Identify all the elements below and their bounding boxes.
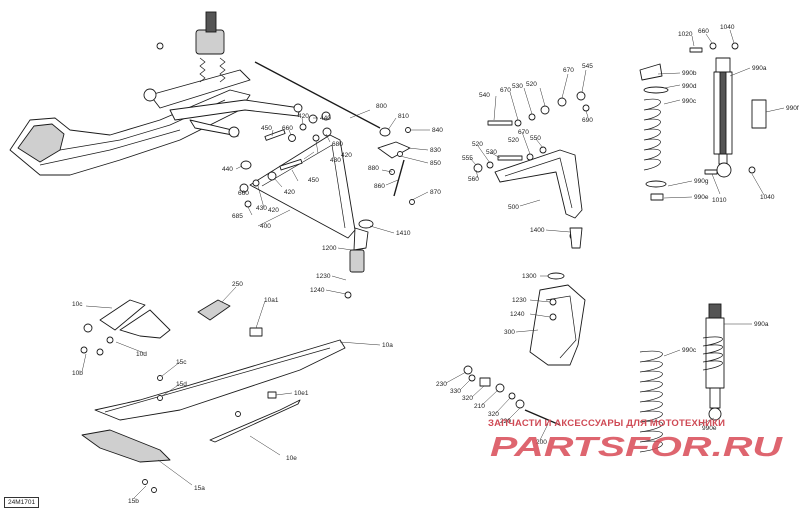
part-label: 250	[232, 281, 243, 288]
part-label: 15b	[128, 498, 139, 505]
ski-assembly	[80, 299, 346, 493]
part-label: 520	[472, 141, 483, 148]
shock-absorber-bottom	[639, 303, 725, 453]
part-number-callouts: 800 810 840 830 850 880 860 870 1410 120…	[72, 24, 799, 505]
part-label: 500	[508, 204, 519, 211]
part-label: 450	[261, 125, 272, 132]
part-label: 550	[530, 135, 541, 142]
lower-a-arm-400	[249, 134, 374, 299]
part-label: 220	[500, 418, 511, 425]
part-label: 660	[282, 125, 293, 132]
part-label: 660	[698, 28, 709, 35]
part-label: 320	[462, 395, 473, 402]
part-label: 850	[430, 160, 441, 167]
leader-lines	[81, 29, 785, 499]
part-label: 880	[368, 165, 379, 172]
part-label: 320	[488, 411, 499, 418]
part-label: 990c	[682, 347, 697, 354]
part-label: 1300	[522, 273, 537, 280]
part-label: 560	[468, 176, 479, 183]
part-label: 540	[479, 92, 490, 99]
part-label: 545	[582, 63, 593, 70]
part-label: 440	[320, 115, 331, 122]
part-label: 10a	[382, 342, 393, 349]
part-label: 200	[536, 439, 547, 446]
part-label: 1230	[316, 273, 331, 280]
part-label: 990g	[694, 178, 709, 185]
part-label: 990e	[694, 194, 709, 201]
part-label: 870	[430, 189, 441, 196]
part-label: 990d	[682, 83, 697, 90]
part-label: 10e1	[294, 390, 309, 397]
part-label: 670	[518, 129, 529, 136]
part-label: 420	[341, 152, 352, 159]
part-label: 15a	[194, 485, 205, 492]
diagram-code-label: 24M1701	[4, 497, 40, 508]
part-label: 400	[260, 223, 271, 230]
part-label: 555	[462, 155, 473, 162]
part-label: 990f	[786, 105, 799, 112]
part-label: 230	[436, 381, 447, 388]
part-label: 830	[430, 147, 441, 154]
part-label: 1400	[530, 227, 545, 234]
part-label: 530	[512, 83, 523, 90]
part-label: 15c	[176, 359, 187, 366]
part-label: 670	[563, 67, 574, 74]
upper-a-arm-500	[494, 149, 583, 249]
steering-rod-hardware	[377, 127, 415, 205]
part-label: 1200	[322, 245, 337, 252]
shock-absorber-top	[639, 42, 767, 201]
part-label: 1240	[310, 287, 325, 294]
part-label: 450	[308, 177, 319, 184]
part-label: 1230	[512, 297, 527, 304]
part-label: 10d	[136, 351, 147, 358]
part-label: 1040	[720, 24, 735, 31]
watermark-subtitle: ЗАПЧАСТИ И АКСЕССУАРЫ ДЛЯ МОТОТЕХНИКИ	[488, 418, 726, 429]
part-label: 990a	[754, 321, 769, 328]
part-label: 690	[582, 117, 593, 124]
part-label: 300	[504, 329, 515, 336]
part-label: 860	[374, 183, 385, 190]
assembled-suspension-illustration	[9, 11, 381, 176]
part-label: 990e	[702, 425, 717, 432]
part-label: 1240	[510, 311, 525, 318]
part-label: 10b	[72, 370, 83, 377]
part-label: 685	[232, 213, 243, 220]
part-label: 1020	[678, 31, 693, 38]
part-label: 1010	[712, 197, 727, 204]
part-label: 520	[526, 81, 537, 88]
part-label: 10e	[286, 455, 297, 462]
spindle-300	[529, 272, 586, 366]
part-label: 420	[298, 113, 309, 120]
part-label: 420	[284, 189, 295, 196]
part-label: 990c	[682, 98, 697, 105]
part-label: 680	[332, 141, 343, 148]
upper-arm-hardware	[473, 91, 590, 173]
part-label: 1410	[396, 230, 411, 237]
a-arm-hardware	[239, 111, 332, 208]
part-label: 840	[432, 127, 443, 134]
part-label: 990a	[752, 65, 767, 72]
part-label: 670	[500, 87, 511, 94]
part-label: 420	[268, 207, 279, 214]
part-label: 520	[508, 137, 519, 144]
part-label: 15d	[176, 381, 187, 388]
watermark-brand: PARTSFOR.RU	[490, 431, 783, 462]
part-label: 990b	[682, 70, 697, 77]
part-label: 440	[222, 166, 233, 173]
part-label: 10c	[72, 301, 83, 308]
part-label: 800	[376, 103, 387, 110]
part-label: 660	[238, 190, 249, 197]
part-label: 1040	[760, 194, 775, 201]
part-label: 430	[256, 205, 267, 212]
part-label: 530	[486, 149, 497, 156]
part-label: 810	[398, 113, 409, 120]
part-label: 210	[474, 403, 485, 410]
part-label: 330	[450, 388, 461, 395]
part-label: 10a1	[264, 297, 279, 304]
part-label: 430	[330, 157, 341, 164]
